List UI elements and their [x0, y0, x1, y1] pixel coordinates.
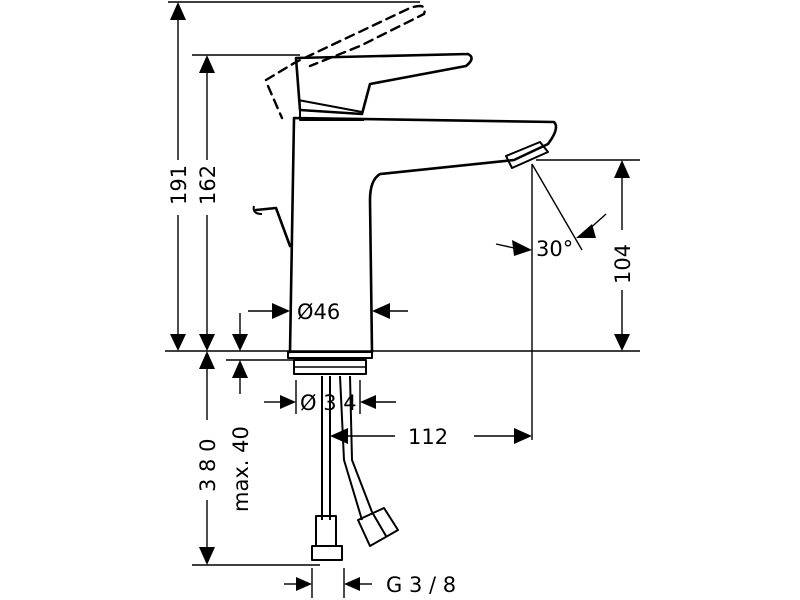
dimension-thread: G 3 / 8 [284, 568, 456, 598]
dimension-spout-top-height: 162 [196, 55, 220, 351]
dimension-projection: 112 [330, 425, 532, 449]
label-max-40: max. 40 [229, 426, 253, 512]
dimension-max-counter-thickness: max. 40 [226, 313, 300, 512]
label-191: 191 [167, 165, 191, 205]
label-104: 104 [611, 244, 635, 284]
dimension-hose-length: 3 8 0 [192, 351, 320, 566]
label-380: 3 8 0 [196, 439, 220, 492]
dimension-spray-angle: 30° [495, 163, 607, 440]
faucet-outline [165, 1, 640, 561]
label-diameter-46: Ø46 [297, 300, 340, 324]
dimension-total-height: 191 [167, 2, 191, 351]
label-162: 162 [196, 165, 220, 205]
dimension-hole-diameter: Ø 3 4 [264, 380, 396, 415]
dimension-spout-outlet-height: 104 [611, 160, 635, 351]
label-112: 112 [408, 425, 448, 449]
label-g-3-8: G 3 / 8 [386, 573, 456, 597]
label-30-degrees: 30° [536, 237, 573, 261]
label-diameter-34: Ø 3 4 [300, 391, 357, 415]
dimension-body-diameter: Ø46 [248, 300, 408, 324]
